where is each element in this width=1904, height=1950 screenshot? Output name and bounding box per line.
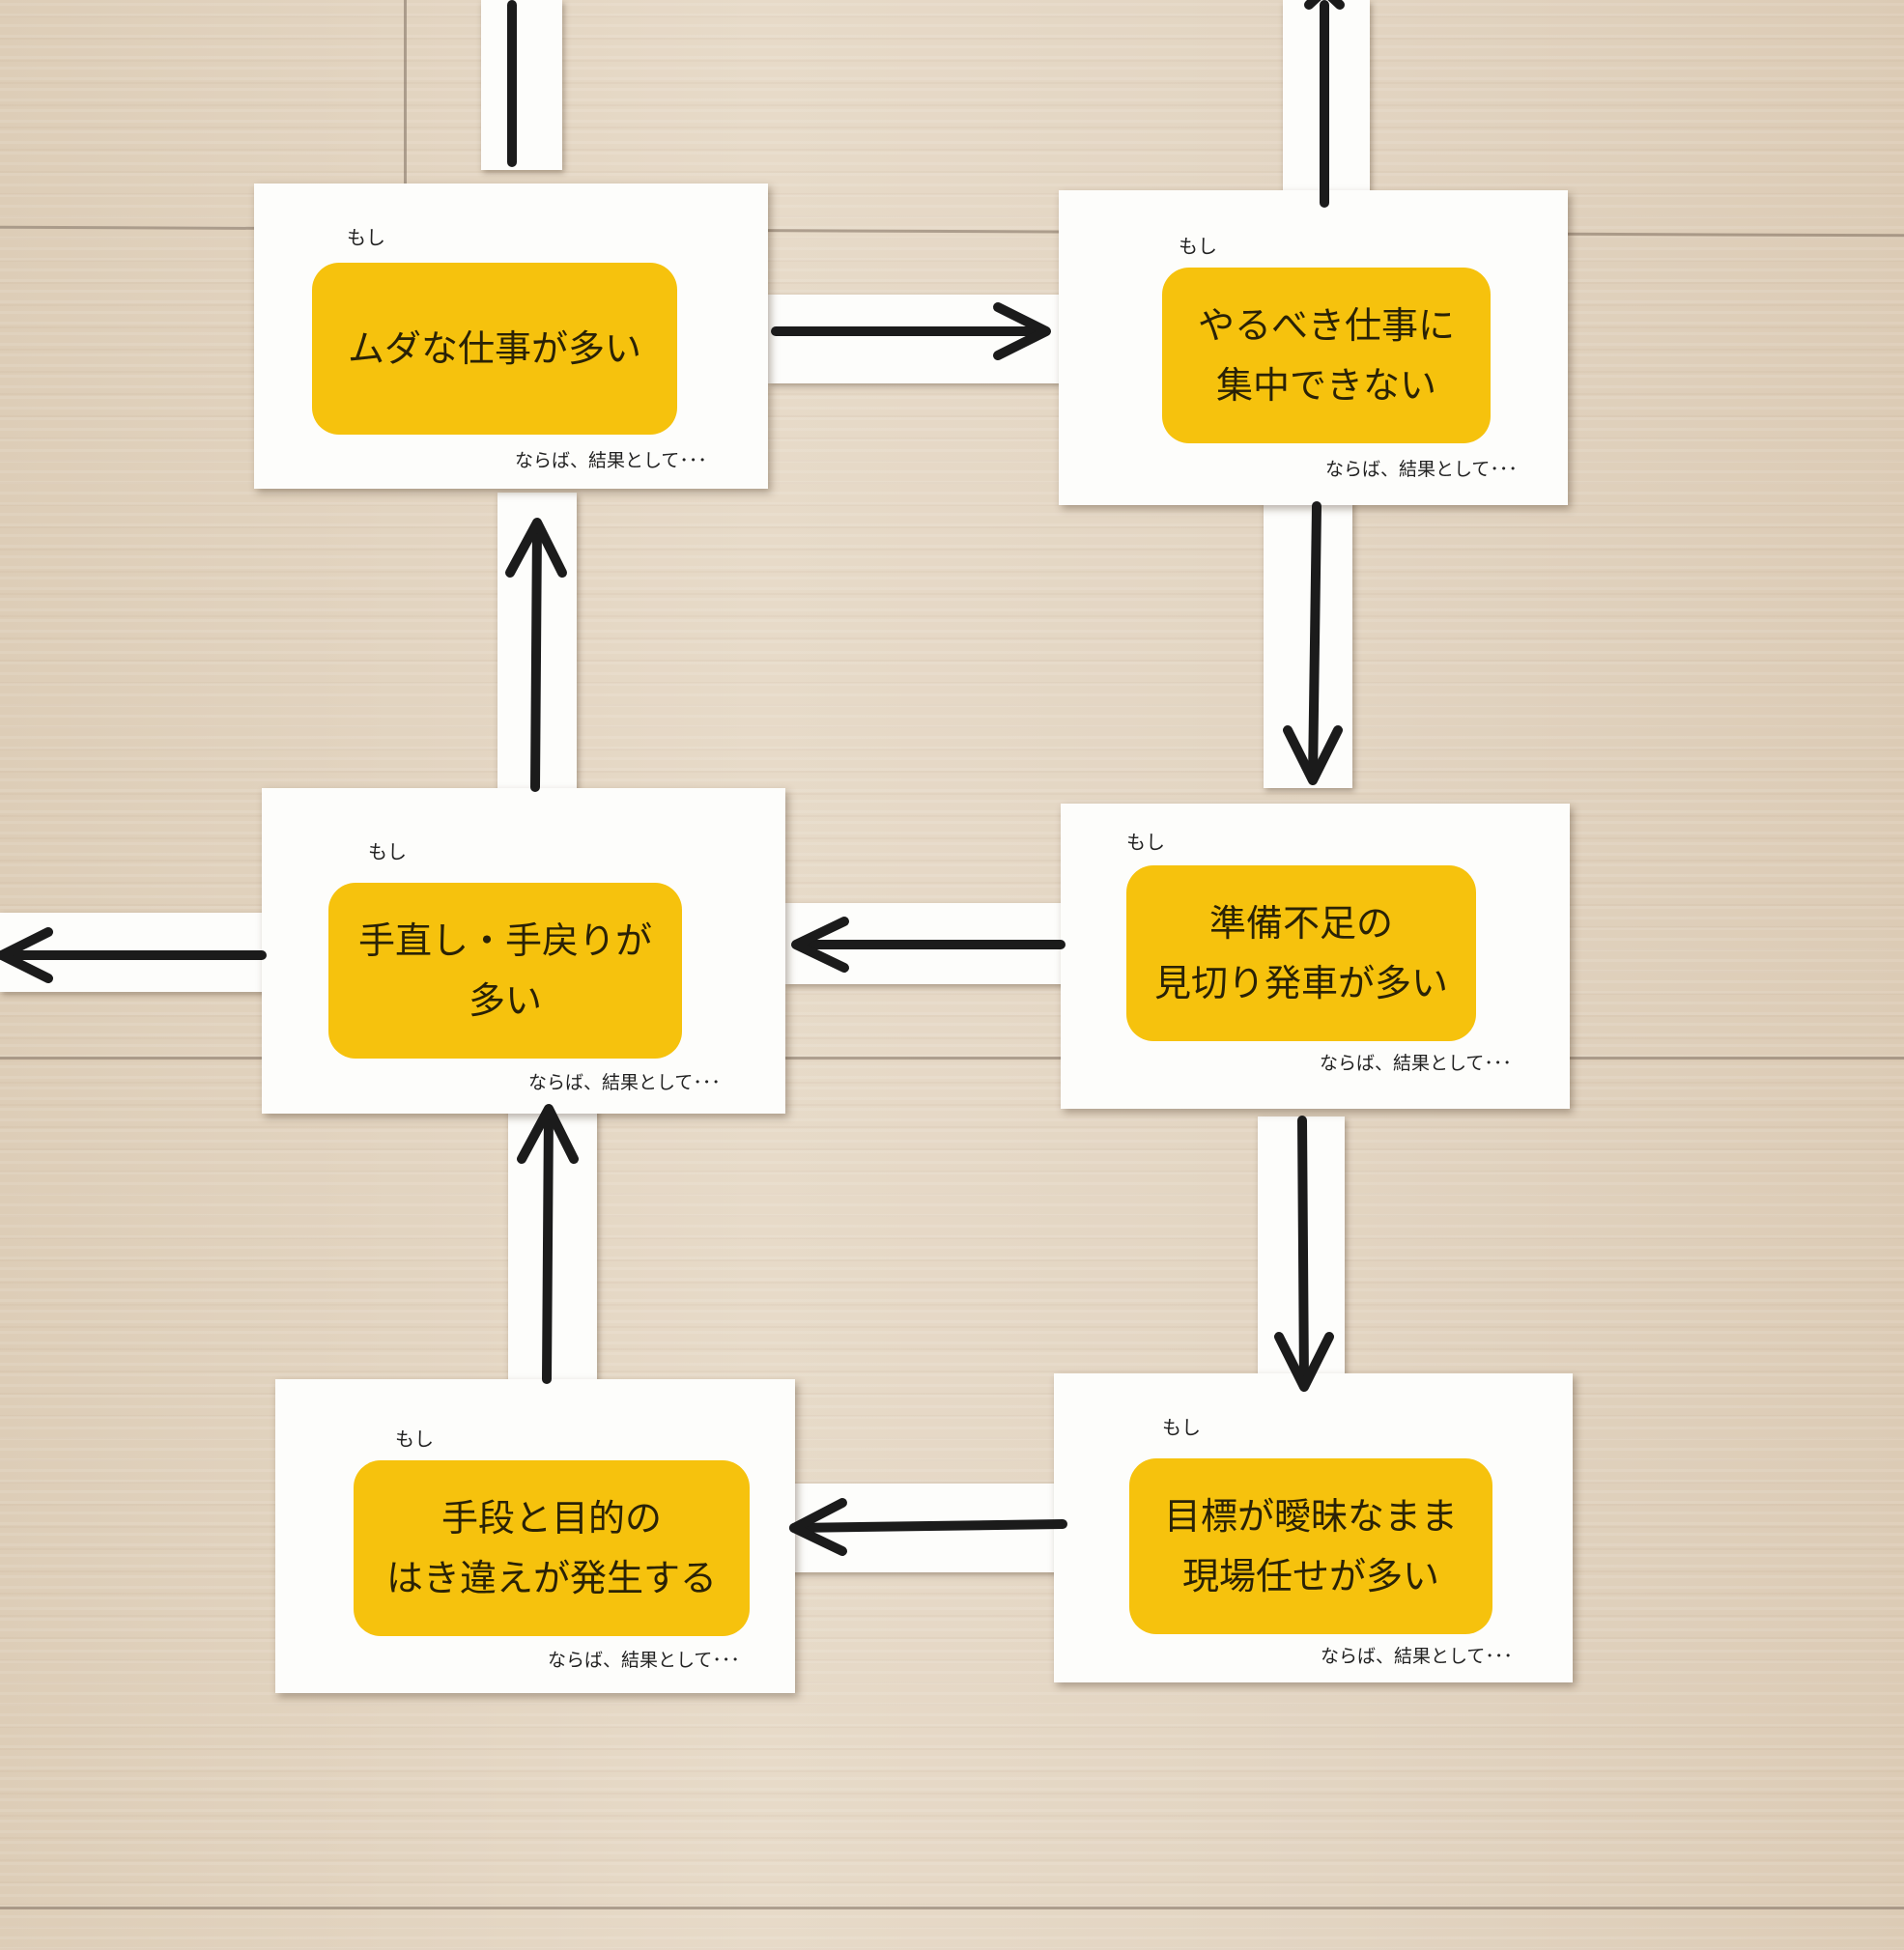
floor-seam [0, 1907, 1904, 1909]
cause-text: 手直し・手戻りが 多い [357, 919, 652, 1022]
cause-text: 手段と目的の はき違えが発生する [385, 1497, 717, 1599]
if-label: もし [347, 226, 385, 249]
cause-text: ムダな仕事が多い [347, 327, 641, 370]
then-label: ならば、結果として･･･ [515, 450, 707, 471]
arrow-line [1308, 501, 1321, 783]
cause-text: やるべき仕事に 集中できない [1197, 304, 1455, 407]
arrow-line [789, 1519, 1067, 1533]
then-label: ならば、結果として･･･ [548, 1650, 740, 1671]
arrow-head-up [517, 1104, 579, 1164]
cause-label-box: 手直し・手戻りが 多い [328, 883, 682, 1059]
arrow-head-left [791, 917, 849, 973]
arrow-head-down [1283, 725, 1343, 785]
cause-text: 準備不足の 見切り発車が多い [1153, 902, 1448, 1004]
arrow-line [530, 522, 542, 792]
cause-card-1: もし ムダな仕事が多い ならば、結果として･･･ [254, 184, 768, 489]
arrow-head-up [1304, 0, 1345, 10]
floor-seam [404, 0, 407, 232]
cause-label-box: ムダな仕事が多い [312, 263, 677, 435]
cause-card-2: もし やるべき仕事に 集中できない ならば、結果として･･･ [1059, 190, 1568, 505]
cause-text: 目標が曖昧なまま 現場任せが多い [1163, 1495, 1458, 1597]
floor-seam [0, 1057, 1904, 1060]
cause-card-4: もし 手直し・手戻りが 多い ならば、結果として･･･ [262, 788, 785, 1114]
if-label: もし [1179, 235, 1217, 258]
arrow-head-down [1274, 1332, 1334, 1392]
then-label: ならば、結果として･･･ [1320, 1053, 1512, 1074]
then-label: ならば、結果として･･･ [1325, 459, 1518, 480]
arrow-head-up [505, 518, 567, 578]
cause-label-box: 目標が曖昧なまま 現場任せが多い [1129, 1458, 1492, 1634]
then-label: ならば、結果として･･･ [1321, 1646, 1513, 1667]
cause-card-6: もし 手段と目的の はき違えが発生する ならば、結果として･･･ [275, 1379, 795, 1693]
cause-card-5: もし 目標が曖昧なまま 現場任せが多い ならば、結果として･･･ [1054, 1373, 1573, 1682]
arrow-strip [481, 0, 562, 170]
cause-card-3: もし 準備不足の 見切り発車が多い ならば、結果として･･･ [1061, 804, 1570, 1109]
then-label: ならば、結果として･･･ [528, 1072, 721, 1093]
if-label: もし [395, 1427, 434, 1451]
if-label: もし [1126, 831, 1165, 854]
if-label: もし [1162, 1416, 1201, 1439]
arrow-head-right [993, 302, 1051, 360]
arrow-line [1297, 1116, 1309, 1390]
arrow-head-left [0, 927, 53, 983]
cause-label-box: やるべき仕事に 集中できない [1162, 268, 1491, 443]
arrow-head-left [789, 1498, 847, 1556]
arrow-line [542, 1106, 554, 1384]
cause-label-box: 手段と目的の はき違えが発生する [354, 1460, 750, 1636]
if-label: もし [368, 840, 407, 863]
cause-label-box: 準備不足の 見切り発車が多い [1126, 865, 1476, 1041]
